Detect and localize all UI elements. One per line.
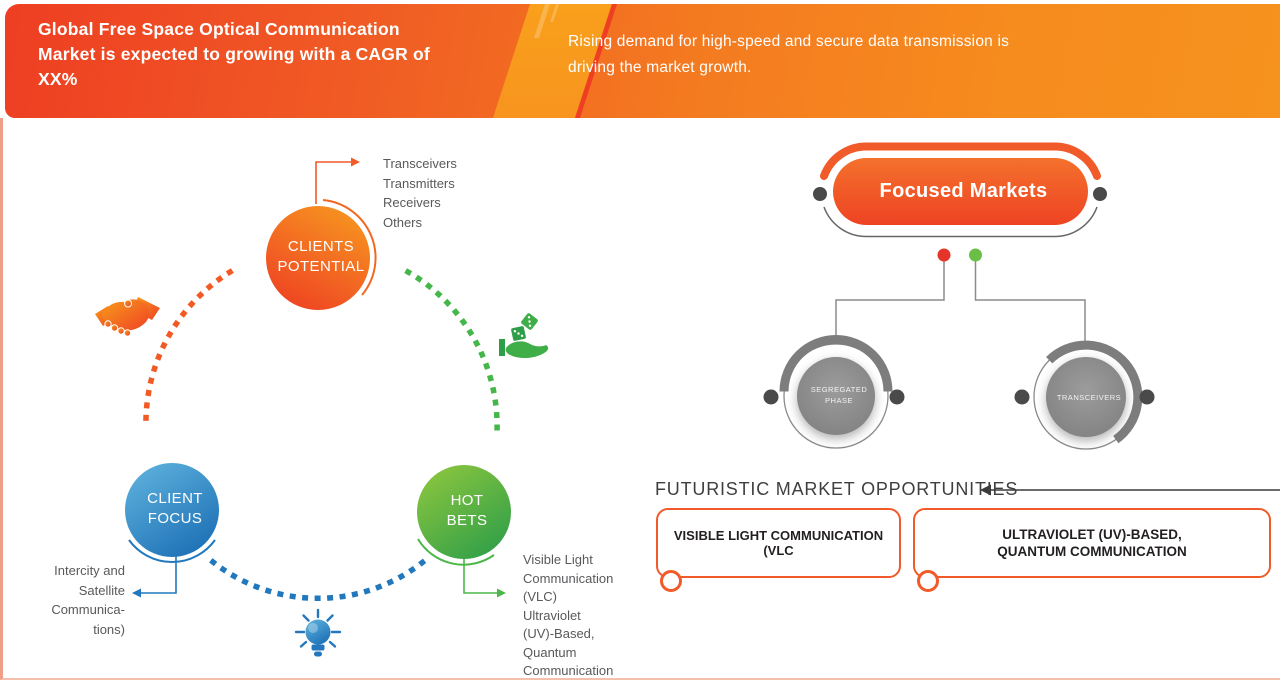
opportunities-heading: FUTURISTIC MARKET OPPORTUNITIES — [655, 479, 1019, 499]
lightbulb-icon — [294, 608, 342, 657]
cycle-dotted-ring — [143, 268, 500, 601]
opportunities-arrow — [980, 484, 1280, 496]
opportunity-box-vlc: VISIBLE LIGHT COMMUNICATION (VLC — [656, 508, 901, 592]
banner-subtitle: Rising demand for high-speed and secure … — [568, 33, 1010, 76]
hot-bets-items: Visible Light Communication (VLC) Ultrav… — [523, 552, 614, 678]
clients-potential-label: CLIENTS POTENTIAL — [277, 238, 365, 275]
handshake-icon — [95, 297, 160, 337]
transceivers-node — [1014, 340, 1155, 450]
opportunity-box-uv: ULTRAVIOLET (UV)-BASED, QUANTUM COMMUNIC… — [913, 508, 1271, 592]
banner-title: Global Free Space Optical Communication … — [38, 19, 430, 89]
segregated-phase-label: SEGREGATED PHASE — [810, 385, 868, 405]
box-ring-marker — [660, 570, 682, 592]
client-focus-items: Intercity and Satellite Communica- tions… — [51, 563, 125, 637]
segregated-phase-node — [763, 335, 905, 449]
top-banner: Global Free Space Optical Communication … — [5, 4, 1280, 118]
focused-markets-title: Focused Markets — [879, 180, 1048, 202]
opportunity-box-uv-label: ULTRAVIOLET (UV)-BASED, QUANTUM COMMUNIC… — [997, 527, 1187, 559]
client-focus-label: CLIENT FOCUS — [147, 490, 203, 527]
clients-potential-items: Transceivers Transmitters Receivers Othe… — [383, 156, 457, 230]
hot-bets-circle — [417, 465, 511, 598]
transceivers-label: TRANSCEIVERS — [1056, 393, 1122, 402]
hot-bets-label: HOT BETS — [446, 492, 488, 529]
client-focus-circle — [125, 463, 219, 598]
focused-markets-frame — [813, 142, 1107, 238]
branch-connectors — [835, 248, 1086, 344]
box-ring-marker — [917, 570, 939, 592]
opportunity-box-vlc-label: VISIBLE LIGHT COMMUNICATION (VLC — [673, 528, 884, 558]
infographic-body: CLIENTS POTENTIAL CLIENT FOCUS HOT BETS … — [0, 118, 1280, 680]
dice-hand-icon — [499, 313, 549, 359]
diagram-graphics — [95, 142, 1280, 657]
clients-potential-circle — [266, 157, 377, 310]
